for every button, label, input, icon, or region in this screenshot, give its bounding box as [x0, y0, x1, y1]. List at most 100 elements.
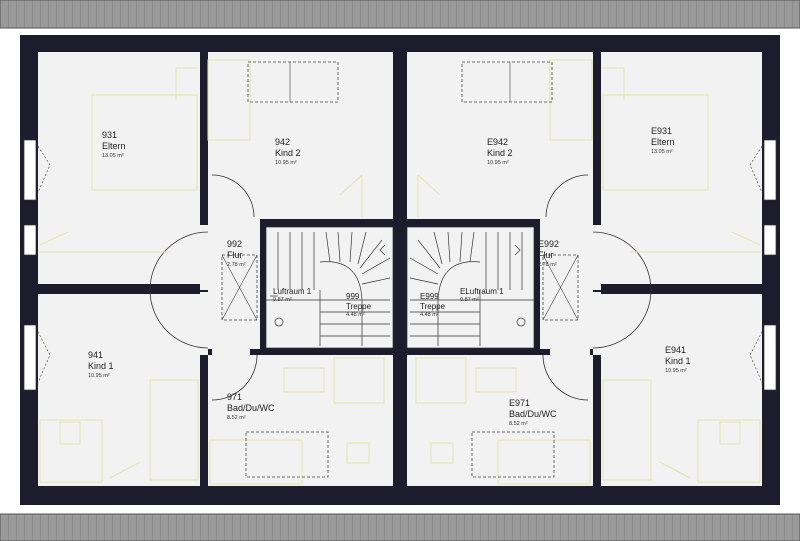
room-area: 13.05 m² [651, 148, 673, 155]
door-gap-942 [212, 212, 250, 222]
room-area: 13.05 m² [102, 152, 124, 159]
door-swing-941 [200, 292, 208, 355]
staircase-left [265, 226, 394, 349]
room-number: 992 [227, 239, 243, 249]
door-arc-e941 [592, 289, 652, 349]
door-arc-e942 [545, 174, 589, 218]
room-area: 10.95 m² [665, 367, 687, 374]
floor-e941 [601, 294, 762, 486]
sink-e971 [475, 367, 517, 393]
room-label-eluftraum: ELuftraum 1 0.87 m² [460, 287, 504, 304]
sink-971 [283, 367, 325, 393]
room-name: Kind 1 [665, 356, 691, 367]
wc-e971 [430, 442, 454, 464]
room-name: Flur [227, 250, 243, 261]
room-number: E999 [420, 292, 439, 301]
furniture [39, 59, 761, 485]
room-name: Kind 1 [88, 361, 114, 372]
floor-stair-right [407, 227, 534, 348]
window-right-mid [763, 224, 777, 256]
room-label-e941: E941 Kind 1 10.95 m² [665, 345, 691, 374]
room-label-e999: E999 Treppe 4.48 m² [420, 292, 445, 319]
room-number: E931 [651, 126, 673, 136]
desk-e942 [549, 59, 593, 141]
door-arc-942 [211, 174, 255, 218]
windows [23, 139, 777, 391]
skylight-e971 [471, 431, 555, 478]
floor-942 [208, 52, 393, 219]
door-swing-931 [200, 225, 208, 290]
door-swing-e931 [593, 225, 601, 290]
room-label-e931: E931 Eltern 13.05 m² [651, 126, 675, 155]
skylight-992 [221, 254, 258, 321]
window-e931 [763, 139, 777, 201]
room-number: E941 [665, 345, 687, 355]
skylight-942 [247, 61, 339, 103]
room-area: 0.87 m² [273, 297, 292, 303]
room-area: 8.52 m² [227, 414, 246, 421]
floor-971 [208, 355, 393, 486]
room-number: E971 [509, 398, 531, 408]
room-number: 941 [88, 350, 104, 360]
room-label-942: 942 Kind 2 10.95 m² [275, 137, 301, 166]
floor-e942 [407, 52, 593, 219]
room-area: 2.78 m² [227, 261, 246, 268]
skylights [221, 61, 579, 478]
bed-e941 [697, 419, 761, 483]
tub-e971 [497, 439, 591, 485]
bed-e931 [602, 94, 709, 191]
room-number: E942 [487, 137, 509, 147]
door-arc-e971 [542, 354, 589, 401]
window-941 [23, 324, 37, 391]
room-area: 2.78 m² [538, 261, 557, 268]
desk-e941 [602, 379, 652, 481]
desk-941 [149, 379, 199, 481]
room-name: Kind 2 [275, 148, 301, 159]
room-number: 931 [102, 130, 118, 140]
wc-971 [346, 442, 370, 464]
floor-e931 [601, 52, 762, 284]
door-arc-941 [149, 289, 209, 349]
door-gap-e971 [550, 345, 590, 358]
room-label-931: 931 Eltern 13.05 m² [102, 130, 126, 159]
cabinet-941 [59, 421, 81, 445]
cabinet-e941 [719, 421, 741, 445]
floor-e971 [407, 355, 593, 486]
floor-e992 [540, 219, 593, 349]
room-name: Flur [538, 250, 554, 261]
room-area: 4.48 m² [346, 312, 365, 318]
room-label-941: 941 Kind 1 10.95 m² [88, 350, 114, 379]
room-name: Treppe [346, 302, 372, 311]
skylight-971 [245, 431, 329, 478]
room-name: Eltern [651, 137, 675, 148]
floor-931 [38, 52, 200, 284]
room-area: 8.52 m² [509, 420, 528, 427]
room-area: 10.95 m² [88, 372, 110, 379]
room-name: ELuftraum 1 [460, 287, 504, 296]
room-area: 10.95 m² [487, 159, 509, 166]
room-name: Luftraum 1 [273, 287, 312, 296]
staircase-right [406, 226, 535, 349]
floor-941 [38, 294, 200, 486]
door-swing-e941 [593, 292, 601, 355]
room-label-e971: E971 Bad/Du/WC 8.52 m² [509, 398, 557, 427]
room-number: 942 [275, 137, 291, 147]
tub-971 [209, 439, 303, 485]
room-area: 10.95 m² [275, 159, 297, 166]
room-number: 971 [227, 392, 243, 402]
room-label-992: 992 Flur 2.78 m² [227, 239, 246, 268]
window-left-mid [23, 224, 37, 256]
window-931 [23, 139, 37, 201]
room-label-971: 971 Bad/Du/WC 8.52 m² [227, 392, 275, 421]
shower-e971 [415, 357, 467, 404]
shower-971 [333, 357, 385, 404]
room-name: Bad/Du/WC [509, 409, 557, 420]
room-label-999: 999 Treppe 4.48 m² [346, 292, 371, 319]
skylight-e992 [542, 254, 579, 321]
door-arc-971 [211, 354, 258, 401]
door-gap-e942 [550, 212, 590, 222]
floor-stair-left [266, 227, 393, 348]
door-gap-971 [212, 345, 250, 358]
room-name: Kind 2 [487, 148, 513, 159]
